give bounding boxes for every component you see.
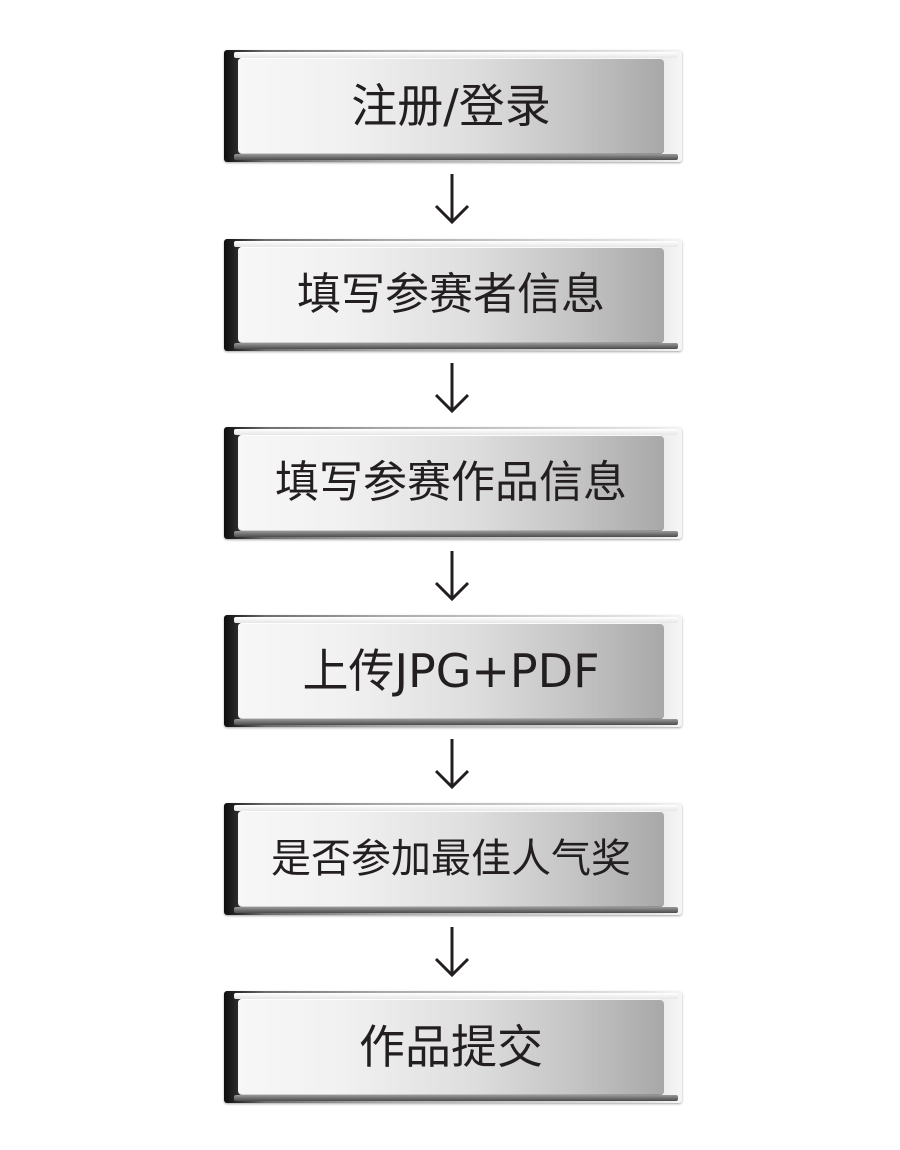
step-label: 填写参赛作品信息 [275, 457, 627, 508]
down-arrow-icon [432, 172, 472, 226]
step-face: 上传JPG+PDF [238, 623, 664, 719]
step-label: 填写参赛者信息 [297, 269, 605, 320]
step-fill-entry-info: 填写参赛作品信息 [224, 427, 682, 539]
step-face: 填写参赛作品信息 [238, 435, 664, 531]
step-register-login: 注册/登录 [224, 50, 682, 162]
step-label: 是否参加最佳人气奖 [271, 836, 631, 882]
step-face: 注册/登录 [238, 58, 664, 154]
step-fill-participant-info: 填写参赛者信息 [224, 239, 682, 351]
down-arrow-icon [432, 925, 472, 979]
step-popularity-award-choice: 是否参加最佳人气奖 [224, 803, 682, 915]
down-arrow-icon [432, 361, 472, 415]
step-label: 作品提交 [359, 1020, 543, 1074]
step-face: 是否参加最佳人气奖 [238, 811, 664, 907]
down-arrow-icon [432, 549, 472, 603]
step-face: 填写参赛者信息 [238, 247, 664, 343]
step-label: 注册/登录 [351, 79, 551, 133]
down-arrow-icon [432, 737, 472, 791]
step-submit-entry: 作品提交 [224, 991, 682, 1103]
step-label: 上传JPG+PDF [302, 644, 600, 698]
step-upload-jpg-pdf: 上传JPG+PDF [224, 615, 682, 727]
step-face: 作品提交 [238, 999, 664, 1095]
